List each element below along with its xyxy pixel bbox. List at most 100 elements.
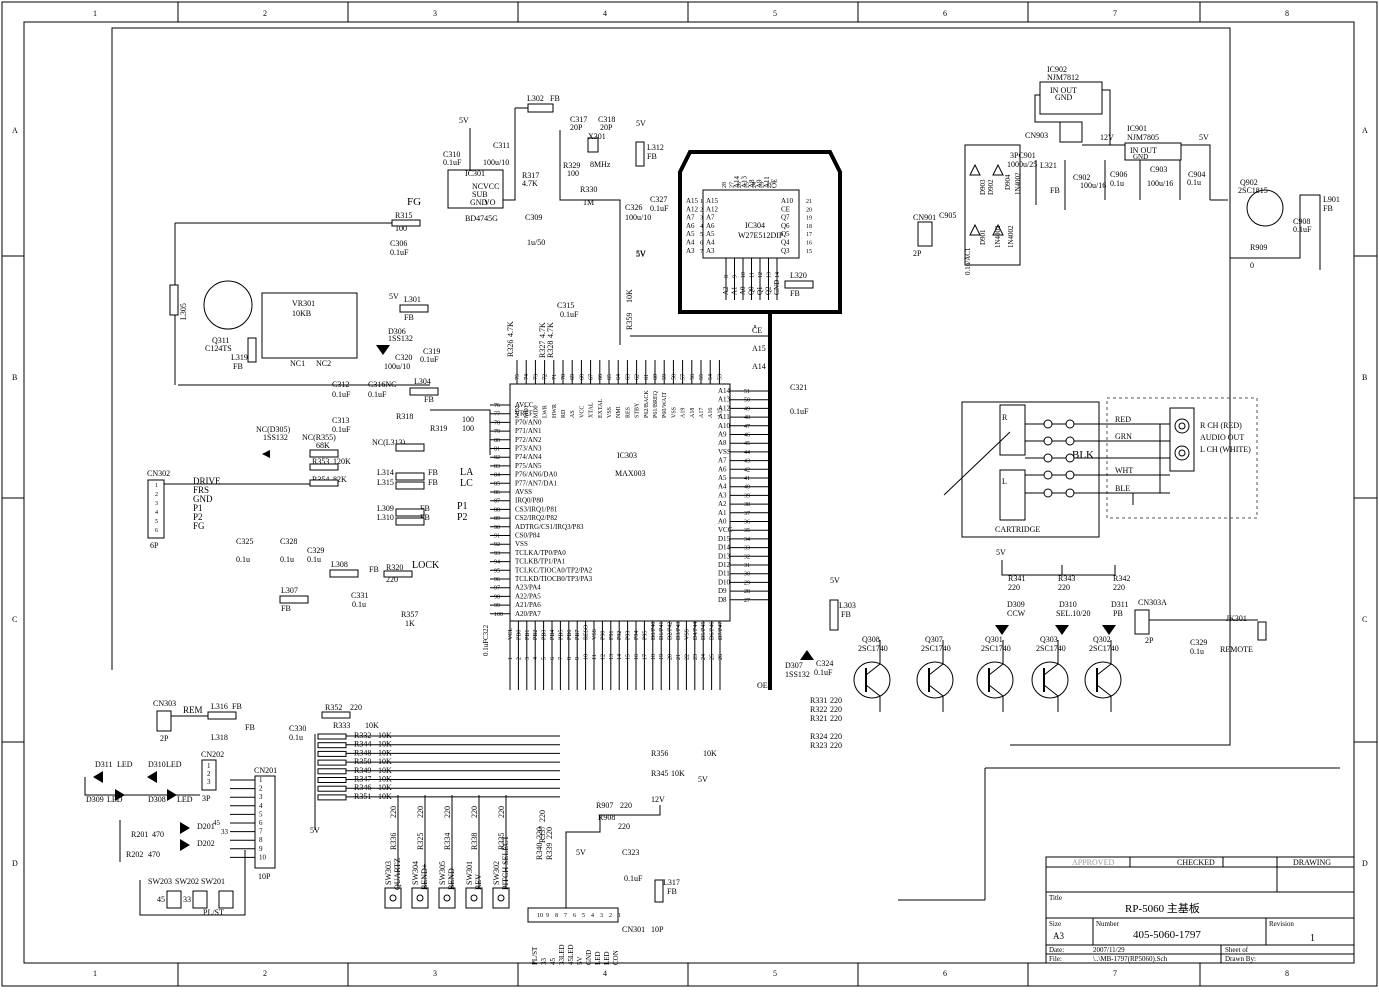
ic304-left-pin: A5 [706,230,715,238]
ic303-right-pin: A3 [718,491,727,499]
x301-value: 8MHz [590,160,611,169]
switch-sw303[interactable] [384,887,402,909]
r322-value: 220 [830,705,842,714]
ic303-bottom-pin: PB5 [558,630,564,640]
l308-label: L308 [331,560,348,569]
ic303-bottom-pin: PB4 [550,630,556,640]
c309-label: C309 [525,213,542,222]
ic303-right-pin: A11 [718,413,730,421]
revision-field-label: Revision [1269,920,1294,928]
c313-value: 0.1uF [332,425,351,434]
cn201-pin: 2 [259,785,263,793]
switch-sw302[interactable] [492,887,510,909]
sw202-label: SW202 [175,877,199,886]
cn301-pin-num: 8 [555,913,558,919]
ic304-top-num: 22 [767,182,773,188]
switch-sw301[interactable] [465,887,483,909]
ic304-right-num: 21 [806,199,812,205]
c321-value: 0.1uF [790,407,809,416]
r908-label: R908 [598,813,615,822]
l316-value: FB [232,702,242,711]
ic303-right-pin: A2 [718,500,727,508]
ic304-ext-pin: A6 [686,222,695,230]
ic304-bottom-num: 14 [775,272,781,278]
ic303-bottom-num: 15 [626,654,632,660]
r342-label: R342 [1113,574,1130,583]
ic901-box [1124,142,1182,161]
ic303-left-pin: ADTRG/CS1/IRQ3/P83 [515,523,584,531]
cn303-label: CN303 [153,699,176,708]
switch-sw304[interactable] [411,887,429,909]
ic303-bottom-num: 23 [693,654,699,660]
ic304-left-num: 3 [700,216,703,222]
ic304-right-num: 20 [806,207,812,213]
d307-part: 1SS132 [785,670,810,679]
ic303-bottom-pin: PB6 [567,630,573,640]
col-marker-top: 5 [773,9,777,18]
switch-res-value: 220 [497,806,506,818]
r324-value: 220 [830,732,842,741]
l302-label: L302 [527,94,544,103]
ic303-top-num: 60 [653,374,659,380]
ic303-right-num: 44 [744,450,750,456]
r321-value: 220 [830,714,842,723]
c328-value: 0.1u [280,555,294,564]
ic303-bottom-num: 7 [558,657,564,660]
lower-left-section: CN303 2P REM L316 FB L318 FB C330 0.1u R… [84,699,717,917]
ic303-right-num: 38 [744,502,750,508]
approved-label: APPROVED [1072,858,1114,867]
ic304-left-pin: A4 [706,239,715,247]
l317-label: L317 [663,878,680,887]
ic303-top-pin: EXTAL [598,398,604,418]
r345-label: R345 [651,769,668,778]
cn202-pin: 2 [207,770,211,778]
col-marker-bottom: 1 [93,969,97,978]
q311-part: C124TS [205,344,232,353]
ic304-right-pin: Q4 [781,239,790,247]
c906-value: 0.1u [1110,179,1124,188]
c322-value: 0.1uF [482,640,490,656]
ce-net: CE [752,326,762,335]
ic303-left-pin: P72/AN2 [515,436,542,444]
c310-value: 0.1uF [443,158,462,167]
ic304-left-num: 6 [700,241,703,247]
ic303-left-pin: IRQ0/P80 [515,497,544,505]
cn301-5v: 5V [576,848,586,857]
ic303-top-num: 55 [699,374,705,380]
cn202-pins: 123 [207,762,211,786]
l303-label: L303 [839,601,856,610]
v12-label: 12V [1100,133,1114,142]
r326-label: R326 [506,340,515,357]
cn301-pin-label: CON [612,950,620,965]
sw201-button[interactable] [218,890,234,909]
ic304-right-pin: Q7 [781,214,790,222]
r357-value: 1K [405,619,415,628]
c315-value: 0.1uF [560,310,579,319]
ic304-top-num: 23 [760,182,766,188]
stack-5v: 5V [310,826,320,835]
ic901-gnd: GND [1133,153,1148,161]
d904-label: D904 [1004,174,1012,190]
ic303-right-num: 51 [744,389,750,395]
ic303-left-num: 100 [494,612,503,618]
l317-value: FB [667,887,677,896]
sw203-button[interactable] [166,890,182,909]
ic303-right-num: 28 [744,589,750,595]
switch-res-label: R336 [389,833,398,850]
d202-label: D202 [197,839,215,848]
ic303-left-num: 86 [494,490,500,496]
cn301-pins: 10PL/ST933845733LED645LED55V4GND3LED2LED… [531,913,621,965]
cn301-pin-label: GND [585,950,593,965]
sw202-button[interactable] [192,890,208,909]
switch-res-value: 220 [443,806,452,818]
l309-label: L309 [377,504,394,513]
switch-sw305[interactable] [438,887,456,909]
r339-value: 220 [545,827,554,839]
ic304-label: IC304 [745,221,765,230]
ic303-left-num: 99 [494,603,500,609]
ic303-top-pin: VSS [671,407,677,418]
row-marker-right: A [1362,126,1368,135]
